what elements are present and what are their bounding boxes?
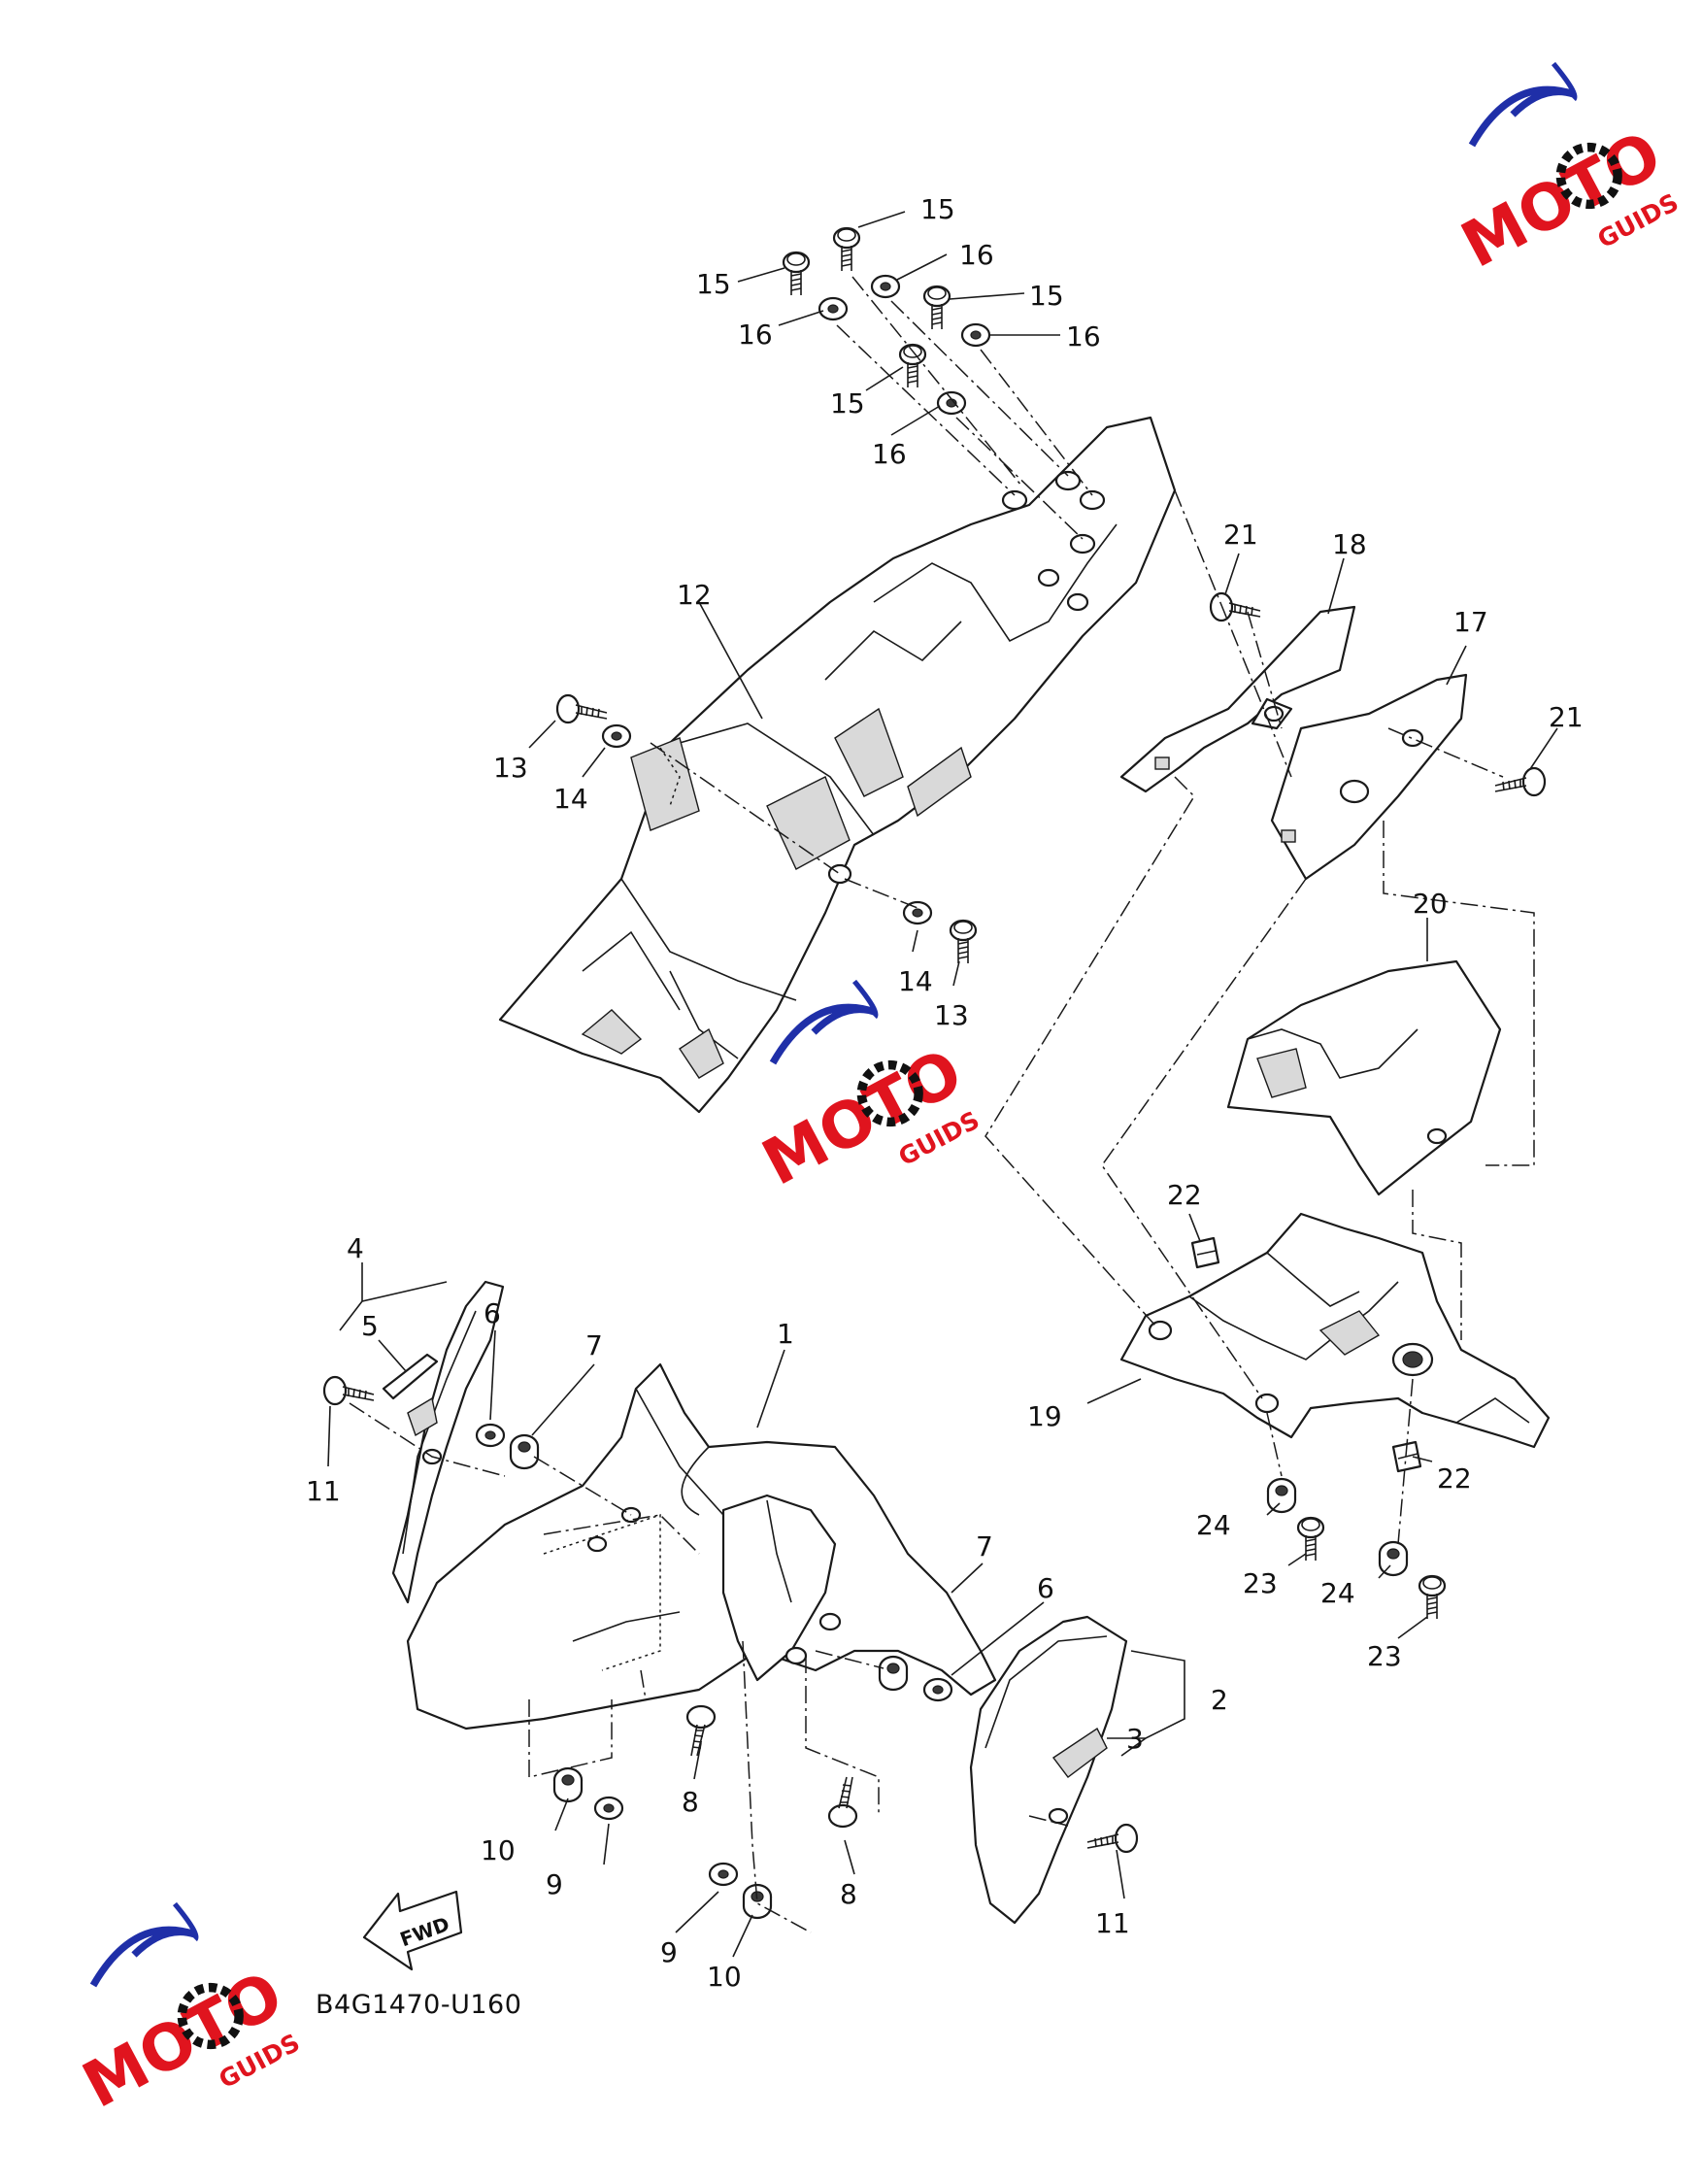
assembly-lines <box>349 276 1535 1933</box>
collar-6a <box>475 1423 506 1448</box>
callout-7: 7 <box>976 1530 993 1562</box>
collar-9a <box>593 1796 624 1821</box>
clip-22a <box>1190 1236 1220 1269</box>
collar-24b <box>1378 1540 1409 1577</box>
fwd-arrow: FWD <box>362 1890 463 1971</box>
fastener-13b <box>949 919 978 965</box>
callout-21: 21 <box>1223 519 1258 551</box>
callout-5: 5 <box>361 1310 379 1342</box>
collar-9b <box>708 1862 739 1887</box>
callout-24: 24 <box>1196 1509 1231 1541</box>
callout-15: 15 <box>830 387 865 420</box>
watermark-logo-bottom-left: MOTO GUIDS <box>72 1901 304 2123</box>
callout-21: 21 <box>1549 701 1584 733</box>
callout-20: 20 <box>1413 888 1448 920</box>
callout-1: 1 <box>777 1318 794 1350</box>
callout-17: 17 <box>1453 606 1488 638</box>
leader-lines <box>327 211 1558 1958</box>
grommet-10b <box>742 1883 773 1920</box>
fastener-23b <box>1418 1574 1447 1621</box>
callout-15: 15 <box>920 193 955 225</box>
callout-7: 7 <box>585 1329 603 1361</box>
washer-14a <box>601 723 632 749</box>
washer-16b <box>818 296 849 321</box>
grommet-7a <box>509 1433 540 1470</box>
callout-14: 14 <box>898 965 933 997</box>
fastener-23a <box>1296 1516 1325 1562</box>
callout-15: 15 <box>1029 280 1064 312</box>
svg-text:MOTO: MOTO <box>1451 118 1673 282</box>
callout-23: 23 <box>1243 1567 1278 1599</box>
callout-3: 3 <box>1126 1723 1144 1755</box>
fastener-8b <box>827 1775 858 1829</box>
fastener-11b <box>1085 1823 1139 1854</box>
callout-9: 9 <box>546 1868 563 1900</box>
callout-22: 22 <box>1167 1179 1202 1211</box>
callout-13: 13 <box>493 752 528 784</box>
frame-19 <box>1119 1212 1551 1449</box>
callout-6: 6 <box>1037 1572 1054 1604</box>
diagram-code: B4G1470-U160 <box>316 1990 521 2020</box>
fastener-15a <box>832 226 861 273</box>
collar-6b <box>922 1677 953 1702</box>
watermark-logo-top-right: MOTO GUIDS <box>1451 61 1683 283</box>
callout-23: 23 <box>1367 1640 1402 1672</box>
collar-24a <box>1266 1477 1297 1514</box>
washer-16d <box>936 390 967 416</box>
callout-labels: 15 16 15 16 15 16 15 16 12 21 18 17 21 1… <box>306 193 1584 1993</box>
bracket-18 <box>1119 605 1356 793</box>
callout-11: 11 <box>306 1475 341 1507</box>
grommet-7b <box>878 1655 909 1692</box>
fastener-13a <box>555 693 609 724</box>
callout-16: 16 <box>959 239 994 271</box>
clip-5 <box>382 1353 439 1400</box>
plate-17 <box>1270 673 1468 881</box>
callout-8: 8 <box>682 1786 699 1818</box>
callout-13: 13 <box>934 999 969 1031</box>
callout-4: 4 <box>347 1232 364 1264</box>
front-fender-1 <box>406 1362 997 1730</box>
clip-22b <box>1391 1440 1422 1473</box>
callout-14: 14 <box>553 783 588 815</box>
cover-20 <box>1226 959 1502 1196</box>
washer-14b <box>902 900 933 925</box>
fastener-21b <box>1493 766 1547 797</box>
callout-10: 10 <box>707 1961 742 1993</box>
callout-6: 6 <box>484 1297 501 1329</box>
panel-2 <box>969 1615 1128 1925</box>
callout-16: 16 <box>738 319 773 351</box>
callout-18: 18 <box>1332 528 1367 560</box>
callout-22: 22 <box>1437 1462 1472 1495</box>
fastener-11a <box>322 1375 376 1406</box>
callout-15: 15 <box>696 268 731 300</box>
fastener-8a <box>685 1704 717 1758</box>
rear-fender-12 <box>498 416 1177 1114</box>
callout-16: 16 <box>1066 320 1101 353</box>
callout-2: 2 <box>1211 1684 1228 1716</box>
callout-19: 19 <box>1027 1400 1062 1432</box>
callout-12: 12 <box>677 579 712 611</box>
svg-text:MOTO: MOTO <box>751 1035 974 1199</box>
callout-16: 16 <box>872 438 907 470</box>
grommet-10a <box>552 1766 584 1803</box>
fastener-15c <box>922 285 951 331</box>
callout-8: 8 <box>840 1878 857 1910</box>
washer-16a <box>870 274 901 299</box>
callout-11: 11 <box>1095 1907 1130 1939</box>
washer-16c <box>960 322 991 348</box>
callout-10: 10 <box>481 1834 516 1866</box>
callout-9: 9 <box>660 1936 678 1968</box>
fastener-15b <box>782 251 811 297</box>
svg-text:MOTO: MOTO <box>72 1958 294 2122</box>
callout-24: 24 <box>1320 1577 1355 1609</box>
